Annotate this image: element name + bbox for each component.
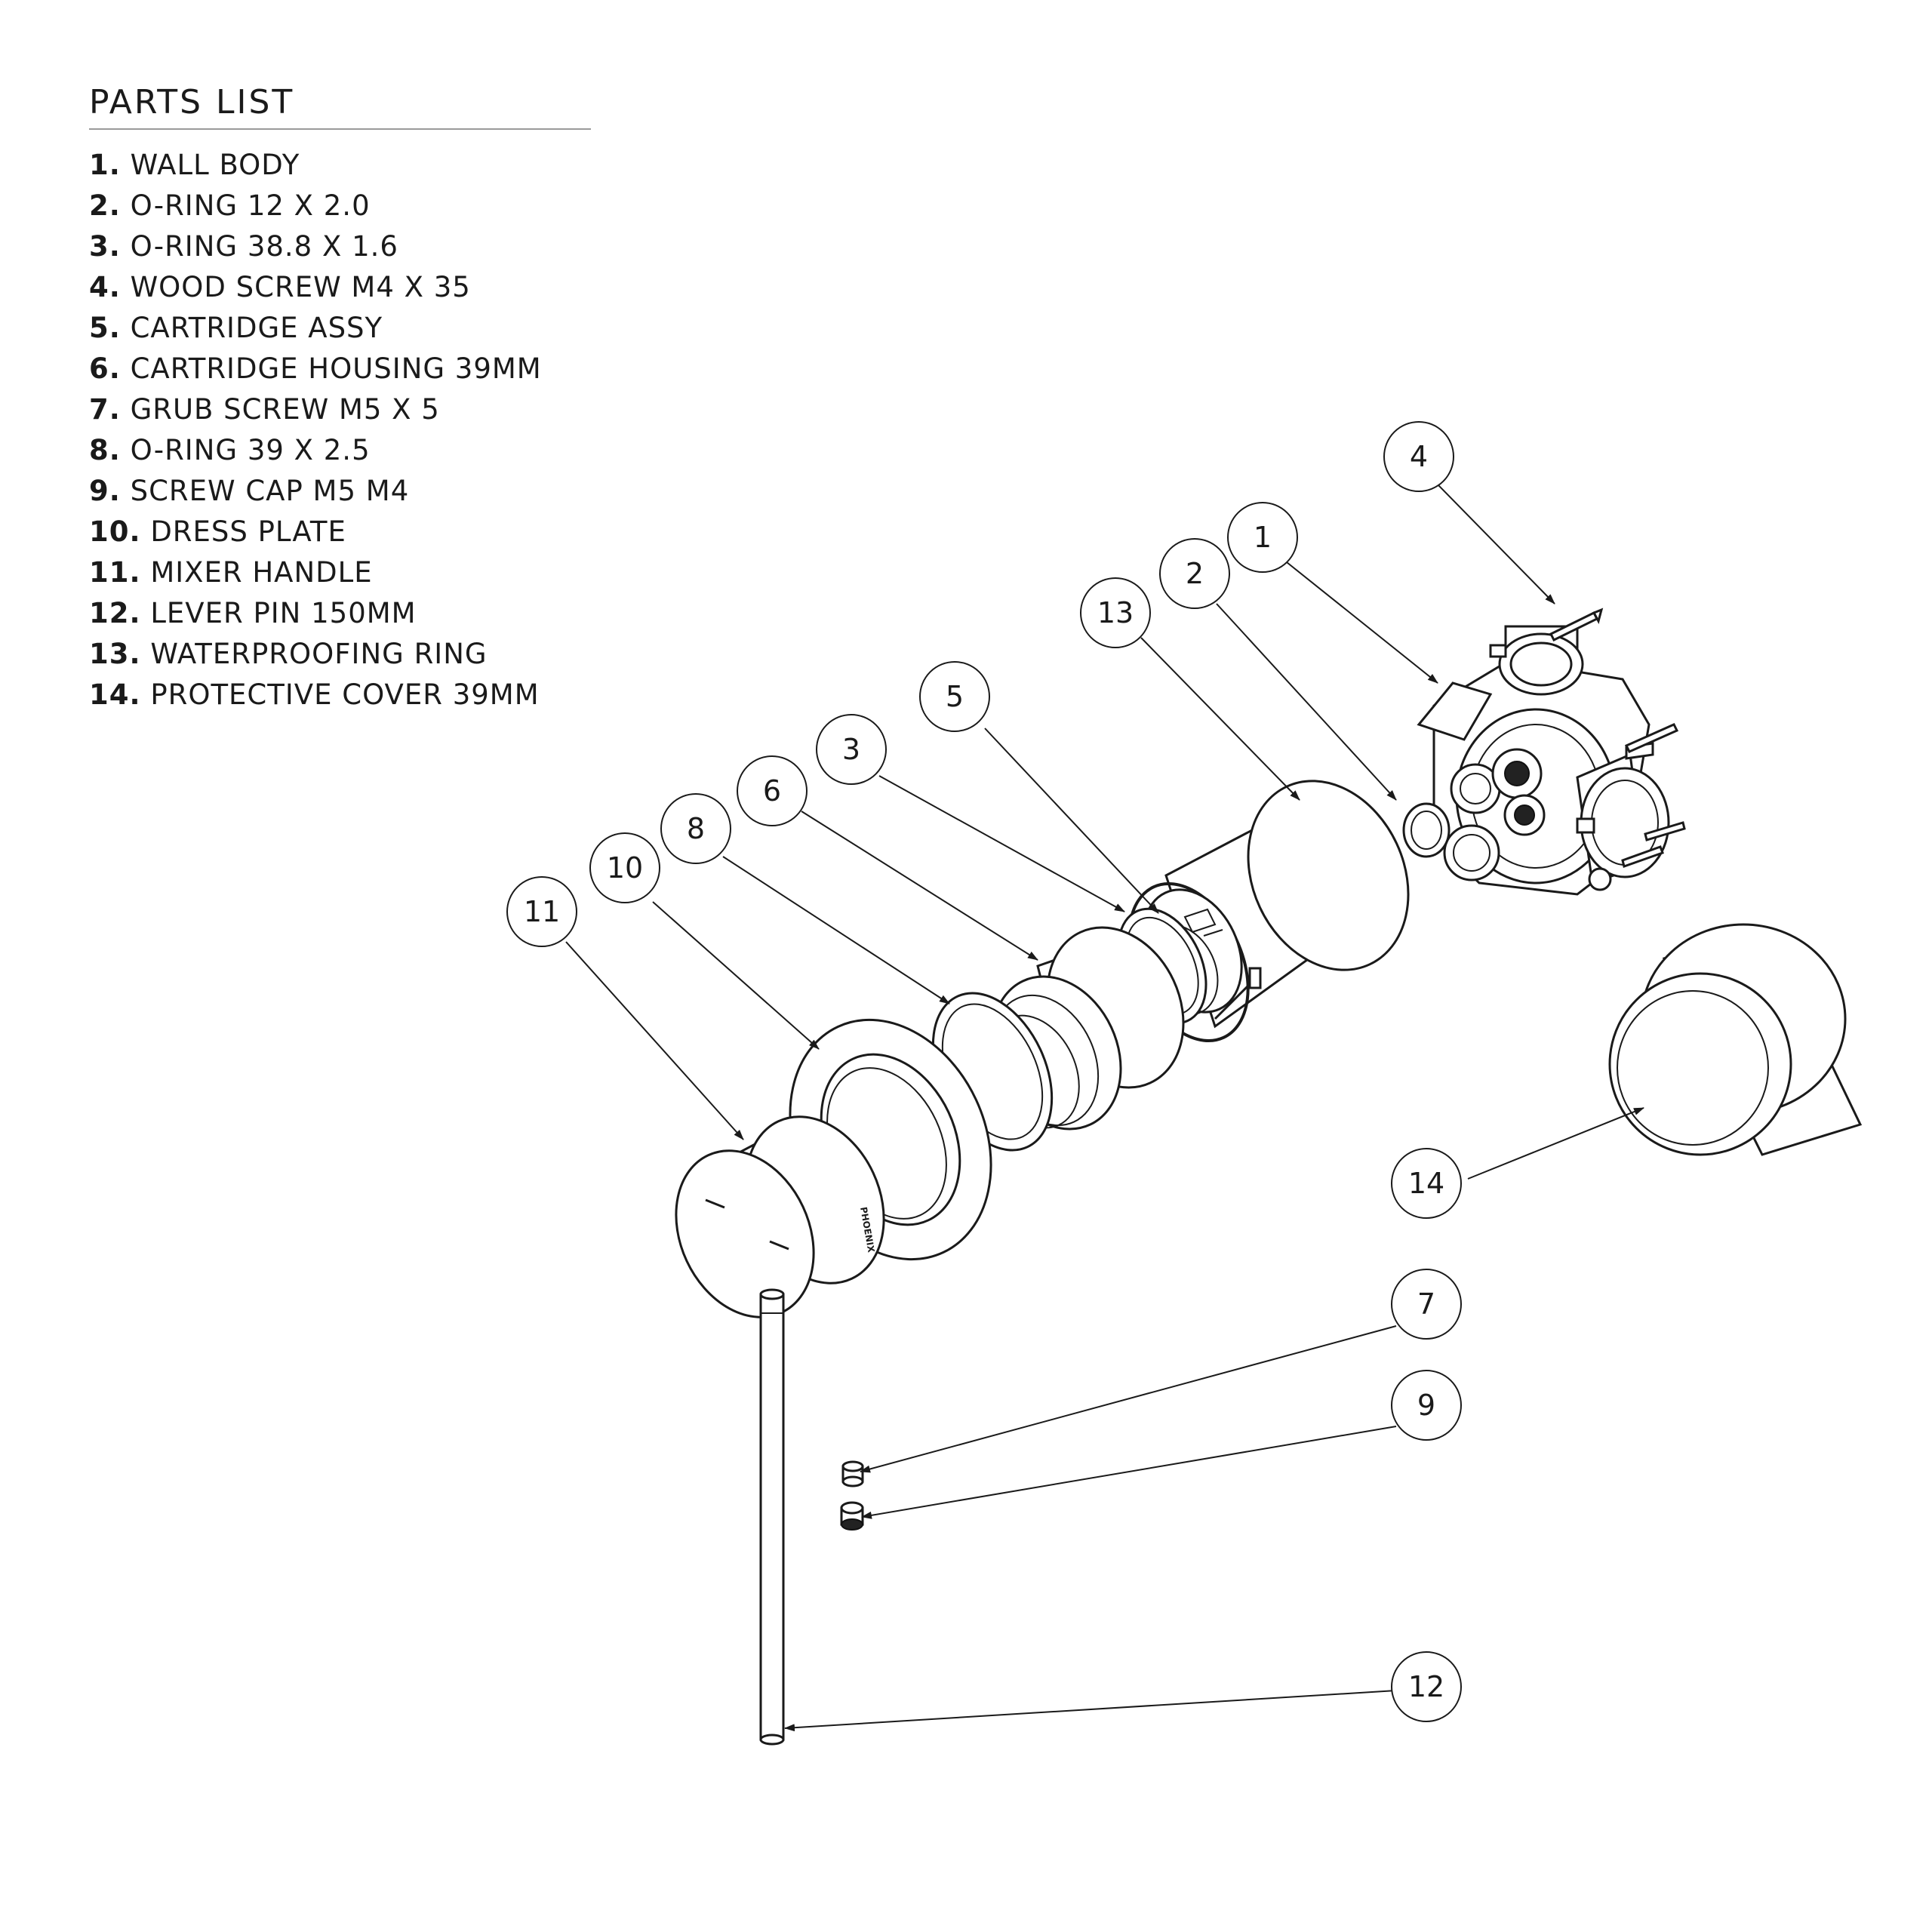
leader-line-1: [1286, 561, 1438, 684]
grub-screw-part: [841, 1460, 864, 1487]
leader-line-4: [1437, 484, 1555, 605]
callout-8-label: 8: [687, 812, 705, 845]
parts-list-row-5: 5. CARTRIDGE ASSY: [89, 308, 591, 349]
callout-7: 7: [1391, 1269, 1462, 1340]
lever-pin-part: [759, 1288, 785, 1746]
callout-13-label: 13: [1097, 596, 1134, 629]
callout-6-label: 6: [763, 774, 781, 808]
parts-list-row-10: 10. DRESS PLATE: [89, 512, 591, 552]
callout-7-label: 7: [1417, 1287, 1435, 1321]
callout-5: 5: [919, 661, 990, 732]
leader-line-9: [861, 1426, 1397, 1519]
leader-line-7: [860, 1325, 1397, 1473]
part-label: WALL BODY: [130, 149, 300, 181]
protective-cover-part: [1608, 923, 1863, 1156]
callout-12: 12: [1391, 1651, 1462, 1722]
part-number: 4.: [89, 271, 121, 303]
part-number: 10.: [89, 515, 141, 548]
leader-line-3: [878, 775, 1125, 912]
part-number: 9.: [89, 475, 121, 507]
callout-5-label: 5: [946, 680, 964, 713]
callout-12-label: 12: [1408, 1670, 1444, 1703]
part-number: 2.: [89, 189, 121, 222]
parts-list: PARTS LIST 1. WALL BODY 2. O-RING 12 X 2…: [89, 83, 591, 715]
parts-list-row-6: 6. CARTRIDGE HOUSING 39MM: [89, 349, 591, 389]
callout-9-label: 9: [1417, 1389, 1435, 1422]
leader-line-5: [984, 728, 1159, 914]
wood-screw-part: [1549, 608, 1686, 868]
callout-11: 11: [506, 876, 577, 947]
leader-line-12: [784, 1690, 1397, 1732]
part-label: PROTECTIVE COVER 39MM: [150, 678, 540, 711]
leader-line-6: [801, 811, 1038, 961]
callout-13: 13: [1080, 577, 1151, 648]
part-number: 5.: [89, 312, 121, 344]
part-label: O-RING 12 X 2.0: [130, 189, 371, 222]
callout-2: 2: [1159, 538, 1230, 609]
part-label: GRUB SCREW M5 X 5: [130, 393, 440, 426]
part-label: CARTRIDGE ASSY: [130, 312, 383, 344]
leader-line-8: [722, 856, 950, 1004]
part-number: 14.: [89, 678, 141, 711]
part-label: LEVER PIN 150MM: [150, 597, 417, 629]
part-number: 8.: [89, 434, 121, 466]
mixer-handle-part: PHOENIX: [675, 1115, 885, 1318]
callout-3-label: 3: [842, 733, 860, 766]
part-number: 3.: [89, 230, 121, 263]
callout-9: 9: [1391, 1370, 1462, 1441]
part-number: 12.: [89, 597, 141, 629]
callout-14-label: 14: [1408, 1167, 1444, 1200]
part-number: 7.: [89, 393, 121, 426]
part-label: WATERPROOFING RING: [150, 638, 488, 670]
parts-list-row-3: 3. O-RING 38.8 X 1.6: [89, 226, 591, 267]
part-label: SCREW CAP M5 M4: [130, 475, 410, 507]
callout-4: 4: [1383, 421, 1454, 492]
callout-2-label: 2: [1186, 557, 1204, 590]
parts-list-row-9: 9. SCREW CAP M5 M4: [89, 471, 591, 512]
callout-1: 1: [1227, 502, 1298, 573]
part-label: DRESS PLATE: [150, 515, 346, 548]
parts-list-title: PARTS LIST: [89, 83, 591, 130]
callout-1-label: 1: [1254, 521, 1272, 554]
leader-line-14: [1467, 1107, 1644, 1180]
parts-list-row-2: 2. O-RING 12 X 2.0: [89, 186, 591, 226]
leader-line-13: [1140, 637, 1300, 801]
parts-list-row-1: 1. WALL BODY: [89, 145, 591, 186]
parts-list-row-14: 14. PROTECTIVE COVER 39MM: [89, 675, 591, 715]
parts-list-row-13: 13. WATERPROOFING RING: [89, 634, 591, 675]
part-number: 6.: [89, 352, 121, 385]
parts-list-row-4: 4. WOOD SCREW M4 X 35: [89, 267, 591, 308]
leader-line-10: [652, 901, 820, 1050]
part-label: O-RING 38.8 X 1.6: [130, 230, 398, 263]
leader-line-11: [565, 941, 744, 1140]
part-label: O-RING 39 X 2.5: [130, 434, 371, 466]
part-label: WOOD SCREW M4 X 35: [130, 271, 471, 303]
callout-10: 10: [589, 832, 660, 903]
callout-8: 8: [660, 793, 731, 864]
screw-cap-part: [840, 1501, 864, 1531]
part-number: 11.: [89, 556, 141, 589]
parts-list-row-12: 12. LEVER PIN 150MM: [89, 593, 591, 634]
callout-6: 6: [737, 755, 808, 826]
parts-list-row-8: 8. O-RING 39 X 2.5: [89, 430, 591, 471]
callout-11-label: 11: [524, 895, 560, 928]
part-number: 1.: [89, 149, 121, 181]
leader-line-2: [1216, 603, 1397, 801]
callout-3: 3: [816, 714, 887, 785]
parts-list-row-7: 7. GRUB SCREW M5 X 5: [89, 389, 591, 430]
part-label: CARTRIDGE HOUSING 39MM: [130, 352, 542, 385]
part-number: 13.: [89, 638, 141, 670]
callout-10-label: 10: [607, 851, 643, 884]
callout-14: 14: [1391, 1148, 1462, 1219]
parts-list-row-11: 11. MIXER HANDLE: [89, 552, 591, 593]
callout-4-label: 4: [1410, 440, 1428, 473]
leader-lines: [565, 484, 1644, 1732]
part-label: MIXER HANDLE: [150, 556, 373, 589]
wall-body-part: [1402, 625, 1670, 896]
callout-bubbles: 4 1 2 13 5 3 6: [506, 421, 1462, 1722]
